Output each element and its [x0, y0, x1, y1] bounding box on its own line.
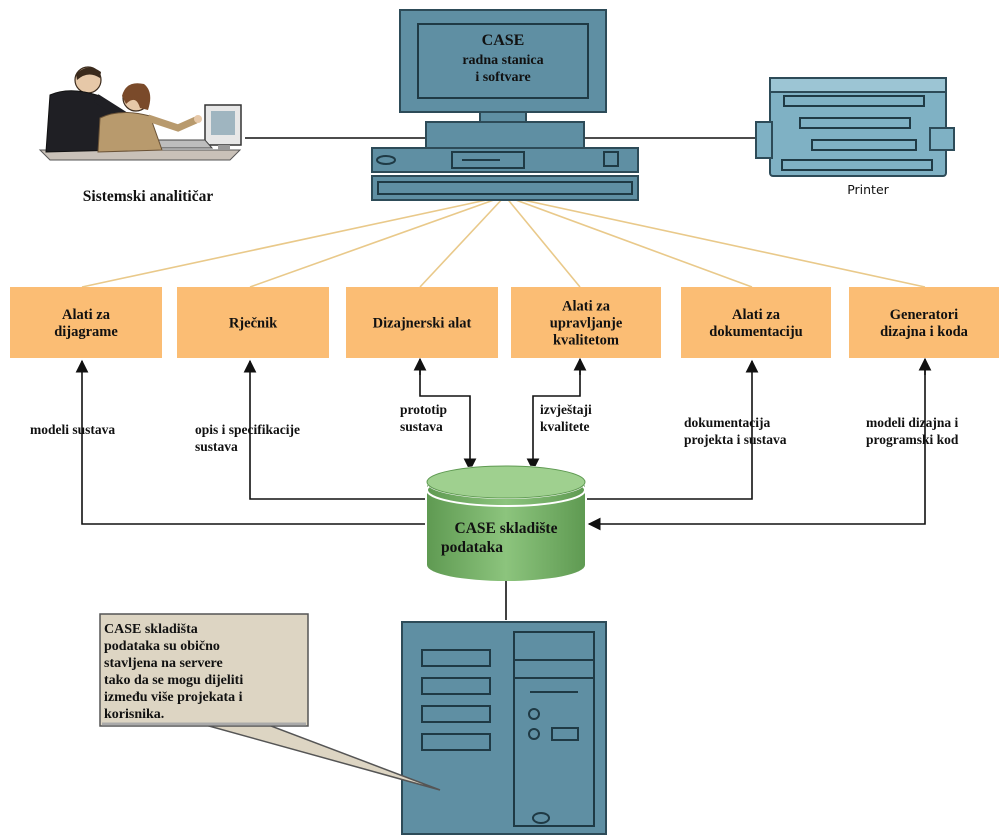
workstation: CASE radna stanica i softvare: [371, 9, 639, 201]
tool-label: dokumentaciju: [709, 324, 802, 340]
flow-label: izvještaji: [540, 402, 592, 417]
tool-label: upravljanje: [550, 316, 623, 332]
printer-label: Printer: [847, 182, 889, 197]
flow-label: dokumentacija: [684, 415, 771, 430]
tool-label: kvalitetom: [553, 333, 619, 349]
tool-label: Alati za: [562, 299, 611, 315]
flow-label: kvalitete: [540, 419, 590, 434]
flow-label: sustava: [195, 439, 238, 454]
tool-box-bg: [177, 287, 329, 358]
case-repository: CASE skladište podataka: [426, 465, 586, 581]
tool-label: Alati za: [62, 307, 111, 323]
callout-note: CASE skladišta podataka su obično stavljen…: [99, 613, 441, 791]
tool-box-bg: [511, 287, 661, 358]
workstation-keyboard: [371, 175, 639, 201]
flow-arrow-izvjestaji: [526, 361, 581, 472]
connector-fan: [81, 195, 926, 288]
flow-label: modeli dizajna i: [866, 415, 959, 430]
analyst-illustration: [30, 66, 245, 161]
callout-text: između više projekata i: [104, 690, 243, 705]
tool-label: Alati za: [732, 307, 781, 323]
repository-title: CASE skladište: [455, 520, 558, 537]
flow-label: sustava: [400, 419, 443, 434]
repository-subtitle: podataka: [441, 539, 503, 556]
tool-box-bg: [346, 287, 498, 358]
flow-label: programski kod: [866, 432, 959, 447]
callout-text: stavljena na servere: [104, 656, 223, 671]
flow-lines: [75, 357, 932, 620]
flow-arrow-prototip: [419, 361, 477, 472]
flow-label: opis i specifikacije: [195, 422, 300, 437]
tool-box: Dizajnerski alat: [346, 287, 498, 358]
tool-box-bg: [849, 287, 999, 358]
tool-box-bg: [10, 287, 162, 358]
analyst-label: Sistemski analitičar: [83, 188, 214, 205]
callout-text: tako da se mogu dijeliti: [104, 673, 243, 688]
workstation-subtitle-2: i softvare: [475, 70, 530, 85]
tool-label: Rječnik: [229, 316, 278, 332]
flow-arrow-opis-specifikacije: [243, 359, 425, 500]
workstation-title: CASE: [482, 32, 525, 49]
tool-box: Rječnik: [177, 287, 329, 358]
server-tower: [401, 621, 607, 835]
callout-text: CASE skladišta: [104, 622, 198, 637]
tool-label: dizajna i koda: [880, 324, 969, 340]
flow-arrow-modeli-dizajna: [587, 361, 926, 531]
flow-arrow-modeli-sustava: [75, 359, 425, 525]
flow-label: modeli sustava: [30, 422, 115, 437]
tool-label: Generatori: [890, 307, 958, 323]
printer-icon: [755, 77, 955, 177]
tool-label: dijagrame: [54, 324, 118, 340]
flow-label: prototip: [400, 402, 447, 417]
tool-label: Dizajnerski alat: [373, 316, 472, 332]
callout-text: korisnika.: [104, 707, 164, 722]
flow-label: projekta i sustava: [684, 432, 787, 447]
flow-labels: modeli sustava opis i specifikacije sustav…: [30, 402, 959, 454]
flow-arrow-dokumentacija: [587, 359, 759, 500]
callout-text: podataka su obično: [104, 639, 220, 654]
workstation-screen: [417, 23, 589, 99]
workstation-subtitle-1: radna stanica: [462, 53, 543, 68]
tool-box-bg: [681, 287, 831, 358]
